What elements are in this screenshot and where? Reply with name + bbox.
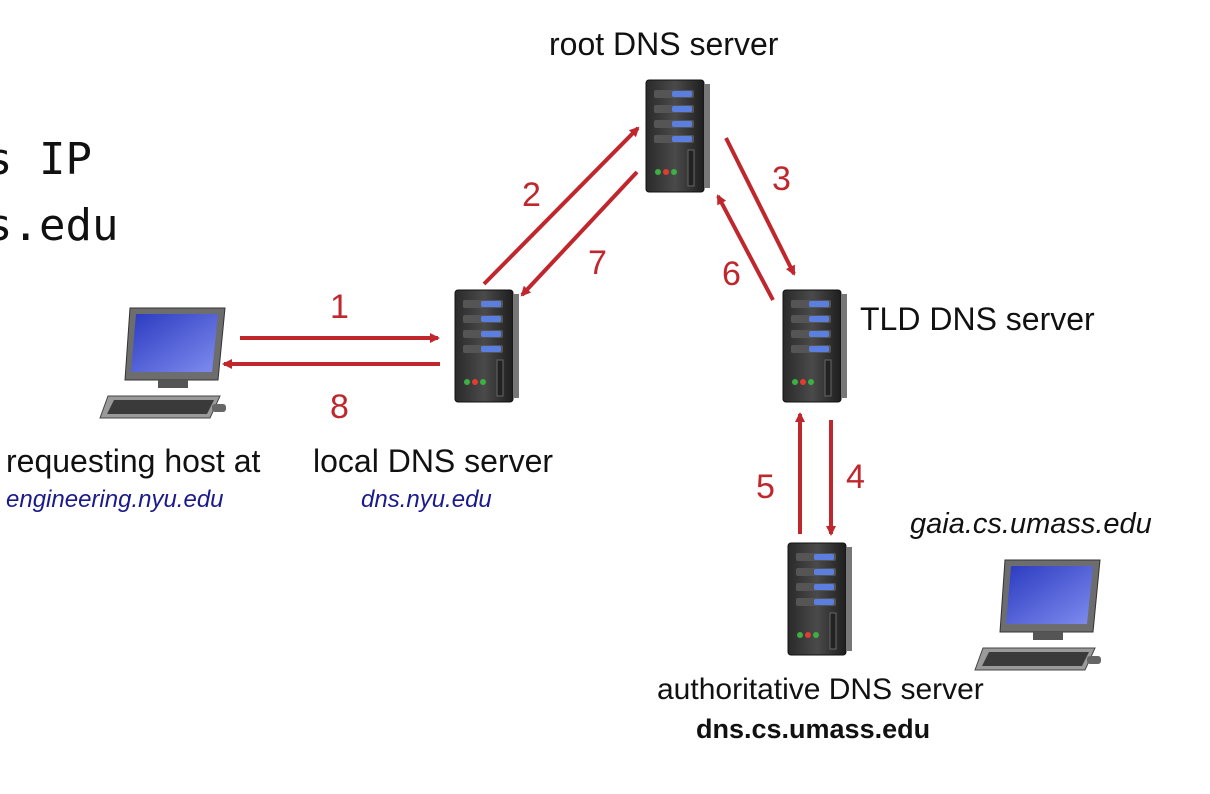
authoritative-server-icon bbox=[787, 542, 853, 656]
step-label-5: 5 bbox=[756, 468, 775, 506]
target-host-name: gaia.cs.umass.edu bbox=[910, 508, 1152, 540]
step-label-2: 2 bbox=[522, 176, 541, 214]
clipped-title-line-1: s IP bbox=[0, 134, 92, 185]
root-server-label: root DNS server bbox=[549, 26, 779, 62]
root-server-icon bbox=[645, 79, 711, 193]
requesting-host-label: requesting host at bbox=[6, 443, 261, 479]
arrow-step-6 bbox=[716, 194, 775, 301]
authoritative-server-label: authoritative DNS server bbox=[657, 673, 984, 706]
tld-server-label: TLD DNS server bbox=[860, 301, 1095, 337]
arrow-step-3 bbox=[724, 137, 796, 276]
clipped-title-line-2: s.edu bbox=[0, 200, 119, 251]
arrow-step-2 bbox=[482, 126, 640, 286]
step-label-4: 4 bbox=[846, 458, 865, 496]
requesting-host-computer-icon bbox=[99, 307, 227, 419]
local-server-label: local DNS server bbox=[313, 443, 554, 479]
authoritative-server-host: dns.cs.umass.edu bbox=[696, 714, 931, 744]
local-server-icon bbox=[454, 289, 520, 403]
step-label-1: 1 bbox=[330, 288, 349, 326]
local-server-host: dns.nyu.edu bbox=[361, 486, 492, 513]
tld-server-icon bbox=[782, 289, 848, 403]
target-host-computer-icon bbox=[974, 559, 1102, 671]
arrow-step-7 bbox=[520, 170, 639, 297]
step-label-6: 6 bbox=[722, 255, 741, 293]
step-label-8: 8 bbox=[330, 388, 349, 426]
step-label-7: 7 bbox=[588, 244, 607, 282]
requesting-host-name: engineering.nyu.edu bbox=[6, 486, 224, 513]
step-label-3: 3 bbox=[772, 160, 791, 198]
